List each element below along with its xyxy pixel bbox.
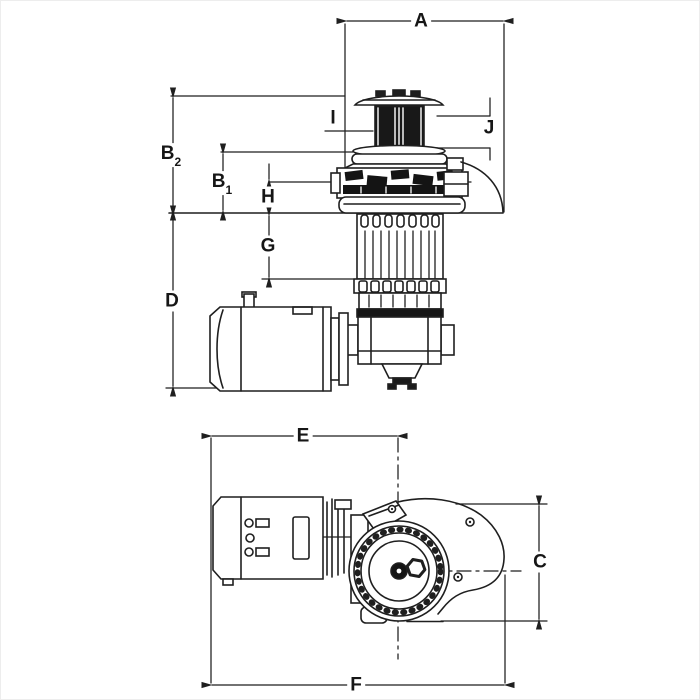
dim-label-c: C bbox=[530, 551, 550, 573]
dim-label-b2: B2 bbox=[157, 143, 185, 168]
lower-view-drawing bbox=[212, 496, 505, 624]
motor-plan-view bbox=[212, 496, 369, 604]
dim-label-i: I bbox=[327, 107, 339, 129]
base-plate bbox=[338, 196, 466, 214]
dim-label-e: E bbox=[293, 425, 313, 447]
dim-label-g: G bbox=[257, 235, 279, 257]
dim-label-d: D bbox=[162, 290, 182, 312]
dim-label-b1: B1 bbox=[208, 171, 236, 196]
chainwheel-plan bbox=[348, 520, 450, 622]
motor-side-view bbox=[209, 291, 349, 392]
drum-flange bbox=[340, 144, 456, 171]
capstan-drum bbox=[374, 105, 425, 149]
upper-view-drawing bbox=[168, 89, 504, 392]
dim-label-h: H bbox=[258, 186, 278, 208]
capstan-cap bbox=[353, 89, 445, 106]
dim-label-f: F bbox=[347, 674, 365, 696]
gearbox bbox=[343, 316, 455, 390]
dim-label-a: A bbox=[411, 10, 431, 32]
clutch-nut bbox=[405, 558, 427, 578]
below-deck-column bbox=[353, 213, 447, 318]
chainpipe-curve bbox=[460, 161, 504, 213]
dim-label-j: J bbox=[480, 117, 498, 139]
gypsy-chainwheel bbox=[330, 157, 469, 199]
